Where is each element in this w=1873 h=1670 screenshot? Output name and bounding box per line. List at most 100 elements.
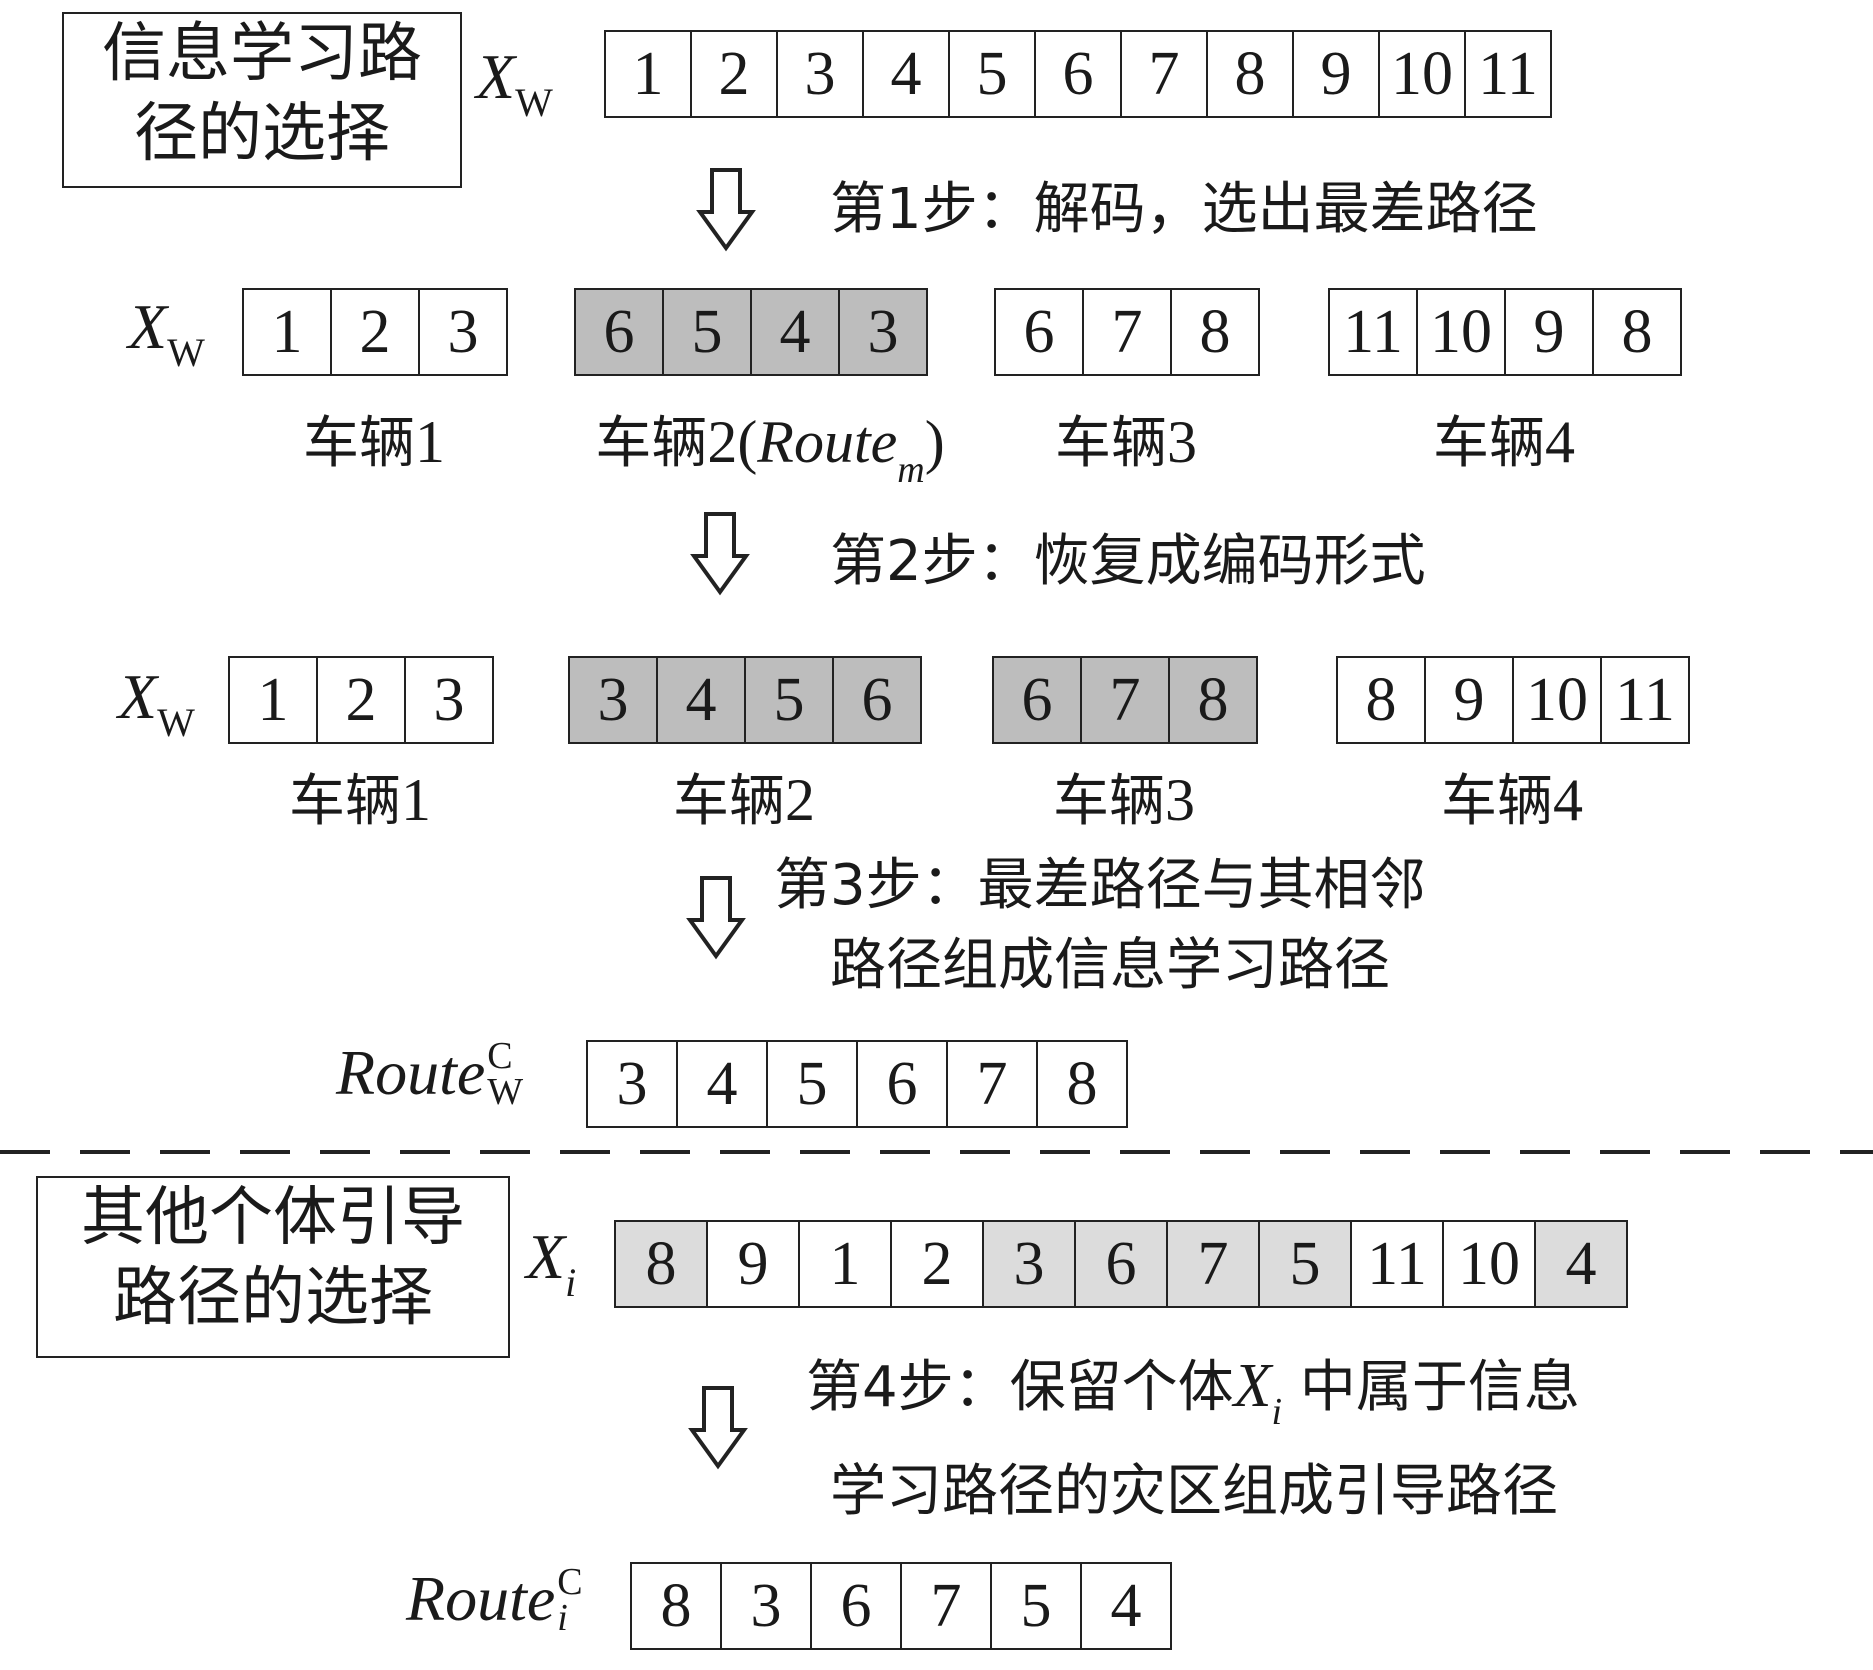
box-line: 路径的选择 <box>113 1261 433 1335</box>
vehicle-number: 4 <box>1545 409 1575 475</box>
array-cell: 10 <box>1378 30 1466 118</box>
vehicle-word: 车辆 <box>1053 769 1165 834</box>
array-cell: 8 <box>1168 656 1258 744</box>
array-cell: 6 <box>1074 1220 1168 1308</box>
section-divider <box>0 1150 1873 1154</box>
array-cell: 1 <box>798 1220 892 1308</box>
down-arrow-icon <box>686 876 746 960</box>
array-cell: 5 <box>744 656 834 744</box>
array-cell: 3 <box>720 1562 812 1650</box>
array-cell: 3 <box>404 656 494 744</box>
step-4-line-2: 学习路径的灾区组成引导路径 <box>830 1459 1558 1524</box>
w-subscript: W <box>157 700 195 745</box>
array-cell: 10 <box>1416 288 1506 376</box>
vehicle-number: 3 <box>1167 409 1197 475</box>
array-cell: 7 <box>1166 1220 1260 1308</box>
w-subscript: W <box>167 330 205 375</box>
array-cell: 6 <box>810 1562 902 1650</box>
array-cell: 2 <box>690 30 778 118</box>
array-cell: 10 <box>1512 656 1602 744</box>
vehicle-number: 2 <box>707 409 738 475</box>
step-4-part-b: 中属于信息 <box>1282 1355 1580 1420</box>
vehicle-number: 1 <box>415 409 445 475</box>
step-2-text: 第2步：恢复成编码形式 <box>830 529 1426 594</box>
array-cell: 5 <box>948 30 1036 118</box>
route-w-subscript: W <box>487 1071 524 1113</box>
route-m-subscript: m <box>897 449 925 491</box>
step-3-line-2: 路径组成信息学习路径 <box>830 933 1390 998</box>
box-line: 信息学习路 <box>102 17 422 91</box>
route-symbol: Route <box>336 1037 486 1108</box>
guide-path-selection-box: 其他个体引导 路径的选择 <box>36 1176 510 1358</box>
array-cell: 6 <box>994 288 1084 376</box>
array-cell: 4 <box>676 1040 768 1128</box>
x-symbol: X <box>128 291 168 362</box>
array-cell: 3 <box>982 1220 1076 1308</box>
array-cell: 4 <box>1080 1562 1172 1650</box>
vehicle-word: 车辆 <box>595 411 708 476</box>
array-cell: 11 <box>1464 30 1552 118</box>
vehicle-label: 车辆3 <box>954 398 1298 479</box>
vehicle-label: 车辆3 <box>952 756 1296 837</box>
down-arrow-icon <box>690 512 750 596</box>
vehicle-word: 车辆 <box>289 769 401 834</box>
array-cell: 9 <box>1424 656 1514 744</box>
box-line: 径的选择 <box>134 97 390 171</box>
array-cell: 3 <box>586 1040 678 1128</box>
route-m-symbol: Route <box>757 409 898 475</box>
down-arrow-icon <box>688 1386 748 1470</box>
array-cell: 8 <box>1592 288 1682 376</box>
array-cell: 11 <box>1600 656 1690 744</box>
vehicle-label: 车辆1 <box>202 398 546 479</box>
array-cell: 4 <box>656 656 746 744</box>
w-subscript: W <box>515 80 553 125</box>
array-cell: 6 <box>856 1040 948 1128</box>
array-cell: 7 <box>900 1562 992 1650</box>
array-cell: 11 <box>1350 1220 1444 1308</box>
route-i-subscript: i <box>557 1597 568 1639</box>
array-cell: 7 <box>1080 656 1170 744</box>
array-cell: 5 <box>1258 1220 1352 1308</box>
array-cell: 5 <box>766 1040 858 1128</box>
vehicle-number: 4 <box>1553 767 1583 833</box>
open-paren: ( <box>737 409 758 475</box>
vehicle-label: 车辆2 <box>528 756 960 837</box>
xw-label-decoded: XW <box>128 290 205 376</box>
array-cell: 7 <box>1120 30 1208 118</box>
array-cell: 4 <box>862 30 950 118</box>
array-cell: 3 <box>838 288 928 376</box>
array-cell: 8 <box>1206 30 1294 118</box>
array-cell: 8 <box>630 1562 722 1650</box>
array-cell: 9 <box>1504 288 1594 376</box>
step-4-part-a: 第4步：保留个体 <box>806 1355 1234 1420</box>
route-symbol: Route <box>406 1563 556 1634</box>
close-paren: ) <box>924 409 945 475</box>
down-arrow-icon <box>696 168 756 252</box>
vehicle-label: 车辆4 <box>1296 756 1728 837</box>
array-cell: 5 <box>990 1562 1082 1650</box>
array-cell: 1 <box>228 656 318 744</box>
array-cell: 3 <box>568 656 658 744</box>
array-cell: 5 <box>662 288 752 376</box>
array-cell: 6 <box>992 656 1082 744</box>
array-cell: 8 <box>1036 1040 1128 1128</box>
array-cell: 6 <box>1034 30 1122 118</box>
array-cell: 4 <box>1534 1220 1628 1308</box>
array-cell: 9 <box>706 1220 800 1308</box>
